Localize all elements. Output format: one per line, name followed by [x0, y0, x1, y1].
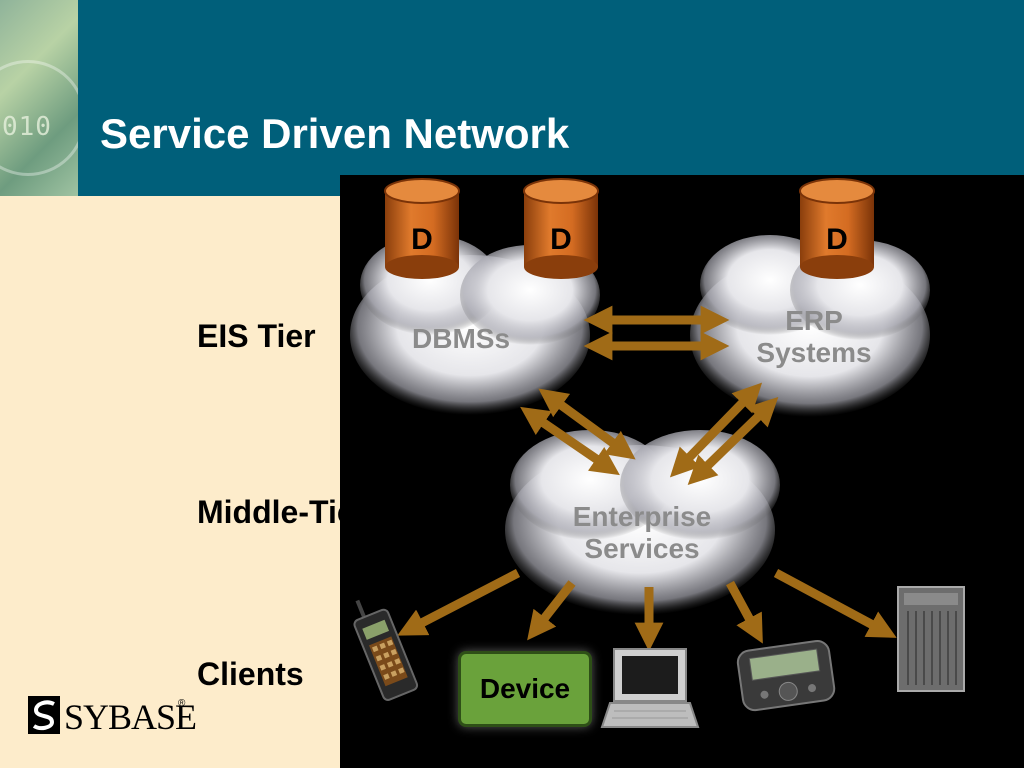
arrow-to-server — [773, 569, 897, 638]
sybase-logo-text: SYBASE — [64, 697, 197, 737]
mobile-phone-icon — [353, 599, 419, 701]
cloud-label-erp: ERP Systems — [744, 305, 884, 369]
database-cylinder-3 — [799, 178, 875, 279]
corner-ring — [0, 60, 78, 176]
cloud-label-erp-line1: ERP — [785, 305, 843, 336]
corner-graphic: 010 — [0, 0, 78, 196]
cloud-label-enterprise-line1: Enterprise — [572, 501, 712, 532]
diagram-canvas: D D D — [350, 178, 965, 728]
cloud-label-dbms: DBMSs — [412, 323, 511, 354]
laptop-icon — [600, 648, 700, 728]
server-tower-icon — [897, 586, 965, 692]
network-diagram: D D D — [340, 175, 1024, 768]
cloud-label-erp-line2: Systems — [756, 337, 872, 368]
sybase-logo: SYBASE ® — [28, 690, 197, 742]
database-label-2: D — [550, 223, 572, 256]
database-label-1: D — [411, 223, 433, 256]
arrow-to-device — [527, 580, 576, 641]
cloud-label-enterprise-line2: Services — [584, 533, 700, 564]
slide-title: Service Driven Network — [100, 110, 570, 157]
pager-icon — [736, 639, 836, 712]
registered-mark: ® — [178, 698, 186, 709]
cloud-label-enterprise: Enterprise Services — [562, 501, 722, 565]
device-button[interactable]: Device — [458, 651, 592, 727]
tier-label-eis: EIS Tier — [197, 318, 316, 354]
database-cylinder-1 — [384, 178, 460, 279]
corner-binary-text: 010 — [2, 112, 52, 142]
arrow-dbms-ent-2 — [538, 388, 636, 460]
cloud-erp — [690, 235, 930, 417]
sybase-logo-mark-icon — [28, 696, 60, 734]
database-label-3: D — [826, 223, 848, 256]
arrow-to-phone — [397, 569, 521, 636]
arrow-erp-ent-2 — [687, 396, 779, 486]
tier-label-clients: Clients — [197, 656, 304, 692]
database-cylinder-2 — [523, 178, 599, 279]
header-bar: 010 Service Driven Network — [0, 0, 1024, 196]
arrow-to-pager — [726, 580, 763, 644]
arrows — [397, 305, 897, 652]
tier-label-middle: Middle-Tier — [197, 494, 368, 530]
